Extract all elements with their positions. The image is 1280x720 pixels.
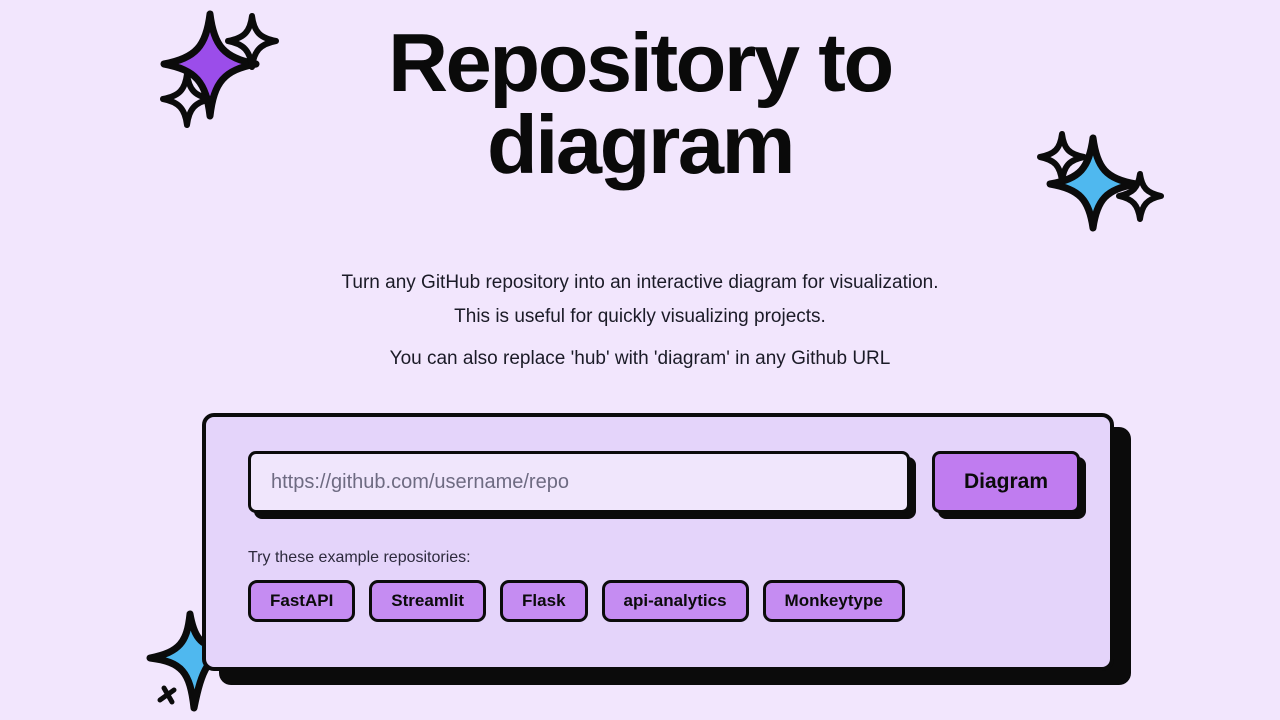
subtitle-line-1: Turn any GitHub repository into an inter… <box>341 272 939 293</box>
repo-input-card: Diagram Try these example repositories: … <box>202 413 1114 671</box>
diagram-submit-button[interactable]: Diagram <box>932 451 1080 513</box>
subtitle-line-2: This is useful for quickly visualizing p… <box>454 306 826 327</box>
example-chip-api-analytics[interactable]: api-analytics <box>601 580 749 622</box>
url-input-wrapper <box>248 451 910 513</box>
repo-url-input[interactable] <box>248 451 910 513</box>
page-title-line-2: diagram <box>486 98 795 192</box>
example-chip-flask[interactable]: Flask <box>500 580 588 622</box>
input-row: Diagram <box>248 451 1080 513</box>
page-title-line-1: Repository to <box>388 16 894 109</box>
page-title: Repository to diagram <box>0 21 1280 192</box>
example-chip-monkeytype[interactable]: Monkeytype <box>762 580 905 622</box>
example-chip-list: FastAPI Streamlit Flask api-analytics Mo… <box>248 580 1080 622</box>
example-chip-streamlit[interactable]: Streamlit <box>369 580 487 622</box>
subtitle-line-3: You can also replace 'hub' with 'diagram… <box>389 348 891 369</box>
example-chip-fastapi[interactable]: FastAPI <box>248 580 356 622</box>
subtitle-spacer <box>0 334 1280 342</box>
examples-label: Try these example repositories: <box>248 549 471 566</box>
page-subtitle: Turn any GitHub repository into an inter… <box>0 266 1280 376</box>
